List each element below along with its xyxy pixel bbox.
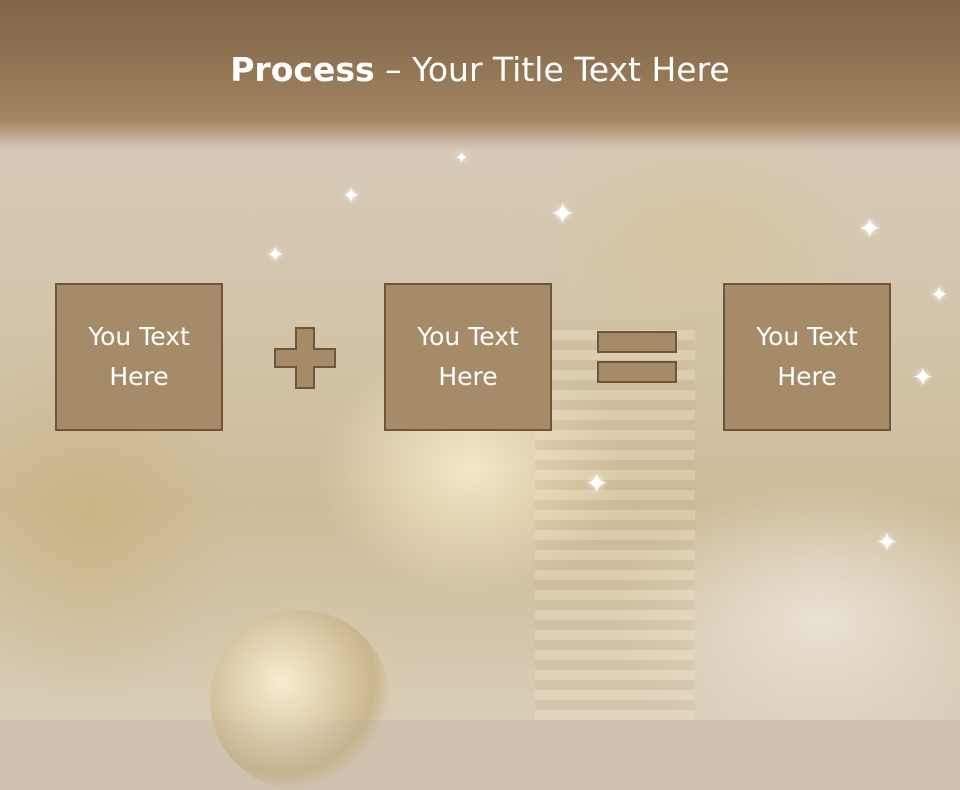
sparkle-icon: ✦ xyxy=(930,283,949,308)
title-bold-text: Process xyxy=(230,50,375,89)
process-box-label: You Text Here xyxy=(756,322,858,391)
sparkle-icon: ✦ xyxy=(858,212,882,245)
process-box-3[interactable]: You Text Here xyxy=(723,283,891,431)
process-box-1[interactable]: You Text Here xyxy=(55,283,223,431)
sparkle-icon: ✦ xyxy=(342,184,361,209)
slide-title[interactable]: Process – Your Title Text Here xyxy=(0,50,960,89)
process-box-2[interactable]: You Text Here xyxy=(384,283,552,431)
sparkle-icon: ✦ xyxy=(455,148,469,167)
title-band xyxy=(0,0,960,150)
title-rest-text: – Your Title Text Here xyxy=(374,50,730,89)
sparkle-icon: ✦ xyxy=(585,467,609,500)
ornament-ball-decoration xyxy=(210,610,390,790)
process-box-label: You Text Here xyxy=(88,322,190,391)
sparkle-icon: ✦ xyxy=(550,197,576,232)
plus-icon xyxy=(274,327,336,389)
sparkle-icon: ✦ xyxy=(876,528,898,558)
equals-icon xyxy=(597,331,677,383)
sparkle-icon: ✦ xyxy=(912,363,934,393)
process-box-label: You Text Here xyxy=(417,322,519,391)
sparkle-icon: ✦ xyxy=(266,243,285,268)
gift-ribbon-decoration xyxy=(535,320,695,720)
